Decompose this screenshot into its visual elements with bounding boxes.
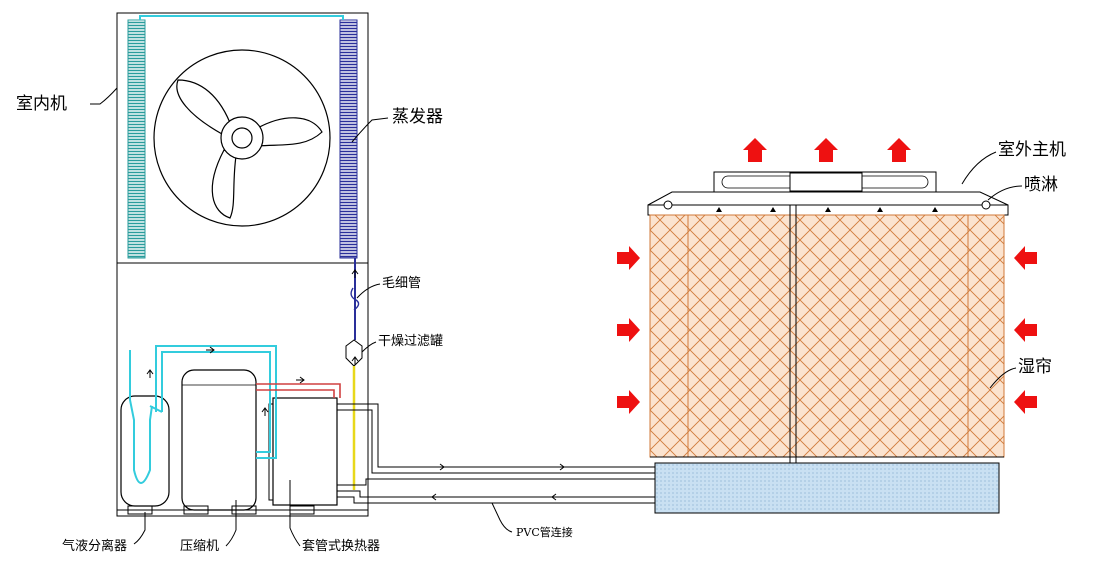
airflow-arrows xyxy=(617,138,1037,414)
label-evaporator: 蒸发器 xyxy=(392,107,443,127)
leader-evaporator xyxy=(351,117,389,143)
outdoor-unit xyxy=(647,171,1009,514)
fan-housing xyxy=(153,49,331,227)
coil-top-pipe xyxy=(139,15,344,20)
airflow-up-arrow xyxy=(814,138,838,162)
evaporator-coil xyxy=(339,19,358,259)
fan-blade xyxy=(211,149,237,219)
leader-pvc xyxy=(491,502,513,533)
separator-u-tube xyxy=(129,350,153,484)
tube-in-tube-exchanger-body xyxy=(272,397,338,506)
airflow-up-arrow xyxy=(887,138,911,162)
airflow-up-arrow xyxy=(743,138,767,162)
airflow-in-arrow-right xyxy=(1014,390,1037,414)
fan-blade xyxy=(176,79,233,135)
wet-curtain xyxy=(649,214,1005,458)
fan-hub xyxy=(220,116,264,160)
indoor-unit-cabinet xyxy=(116,12,369,517)
pvc-pipes xyxy=(337,403,655,504)
fan xyxy=(153,49,331,227)
leader-lines xyxy=(90,87,1023,547)
airflow-in-arrow-left xyxy=(617,318,640,342)
label-pvc-connection: PVC管连接 xyxy=(516,526,573,539)
airflow-in-arrow-right xyxy=(1014,246,1037,270)
label-tube-in-tube-exchanger: 套管式换热器 xyxy=(302,539,381,554)
airflow-in-arrow-left xyxy=(617,246,640,270)
compressor-body xyxy=(181,369,257,511)
drier-filter-body xyxy=(345,339,363,367)
label-wet-curtain: 湿帘 xyxy=(1018,357,1052,377)
leader-spray xyxy=(987,185,1023,201)
airflow-in-arrow-right xyxy=(1014,318,1037,342)
label-capillary: 毛细管 xyxy=(382,276,422,291)
water-tank xyxy=(654,462,1000,514)
airflow-in-arrow-left xyxy=(617,390,640,414)
leader-drier xyxy=(361,341,377,353)
outdoor-unit-top xyxy=(647,191,1009,206)
leader-outdoor xyxy=(961,151,997,185)
leader-curtain xyxy=(989,367,1017,389)
label-compressor: 压缩机 xyxy=(180,539,220,554)
label-indoor-unit: 室内机 xyxy=(16,94,67,114)
label-outdoor-main-unit: 室外主机 xyxy=(998,140,1066,160)
condenser-coil-left xyxy=(127,19,146,259)
fan-blade xyxy=(253,117,323,147)
leader-capillary xyxy=(356,283,381,299)
label-spray: 喷淋 xyxy=(1024,175,1058,195)
indoor-unit xyxy=(116,12,369,517)
fan-hub-inner xyxy=(231,127,253,149)
leader-compressor xyxy=(225,500,237,547)
gas-liquid-separator-body xyxy=(120,395,170,507)
leader-indoor-unit xyxy=(90,87,118,105)
discharge-line xyxy=(256,383,341,398)
label-drier-filter: 干燥过滤罐 xyxy=(378,334,444,349)
label-gas-liquid-separator: 气液分离器 xyxy=(62,539,128,554)
leader-separator xyxy=(133,512,146,545)
suction-line xyxy=(161,351,271,453)
leader-exchanger xyxy=(289,480,301,547)
